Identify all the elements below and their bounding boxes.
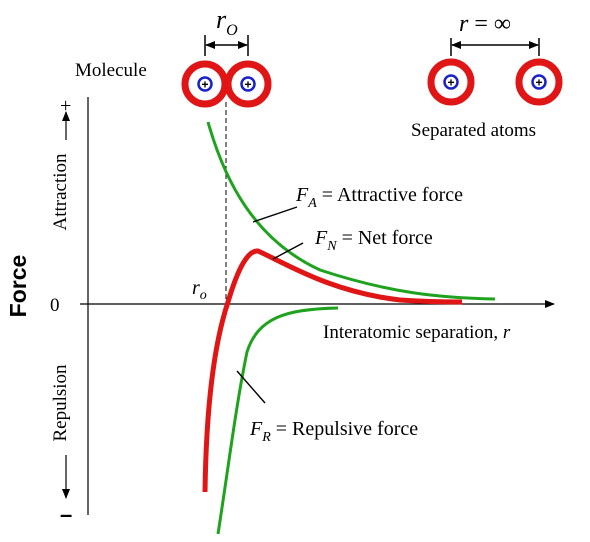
x-axis-title: Interatomic separation, r [323,322,511,343]
y-axis-title: Force [5,255,31,318]
attraction-label: Attraction [50,153,71,231]
separated-atom-left: + [427,58,475,106]
repulsive-force-curve [216,306,339,535]
molecule-label: Molecule [75,60,147,81]
nucleus-plus-sign: + [535,76,542,90]
nucleus-plus-sign: + [447,76,454,90]
molecule-atom-left: + [181,60,229,108]
repulsive-label-leader [236,370,266,404]
net-force-label: FN = Net force [314,227,433,254]
minus-label: – [60,502,72,527]
net-label-leader [272,242,304,260]
nucleus-plus-sign: + [244,78,251,92]
attractive-label-leader [252,206,298,223]
r0-label: rO [216,5,238,39]
attractive-force-label: FA = Attractive force [295,184,463,211]
nucleus-plus-sign: + [201,78,208,92]
r0-axis-label: ro [192,277,207,303]
attractive-force-curve [206,121,496,301]
r-infinity-label: r = ∞ [459,11,511,37]
zero-label: 0 [50,295,60,316]
separated-atom-right: + [515,58,563,106]
molecule-atom-right: + [224,60,272,108]
repulsion-label: Repulsion [50,364,71,442]
separated-atoms-label: Separated atoms [411,120,536,141]
separated-atoms: + + [427,58,563,106]
net-force-curve [202,248,463,493]
repulsive-force-label: FR = Repulsive force [249,418,418,445]
plus-label: + [60,95,71,117]
molecule-atoms: + + [181,60,272,108]
